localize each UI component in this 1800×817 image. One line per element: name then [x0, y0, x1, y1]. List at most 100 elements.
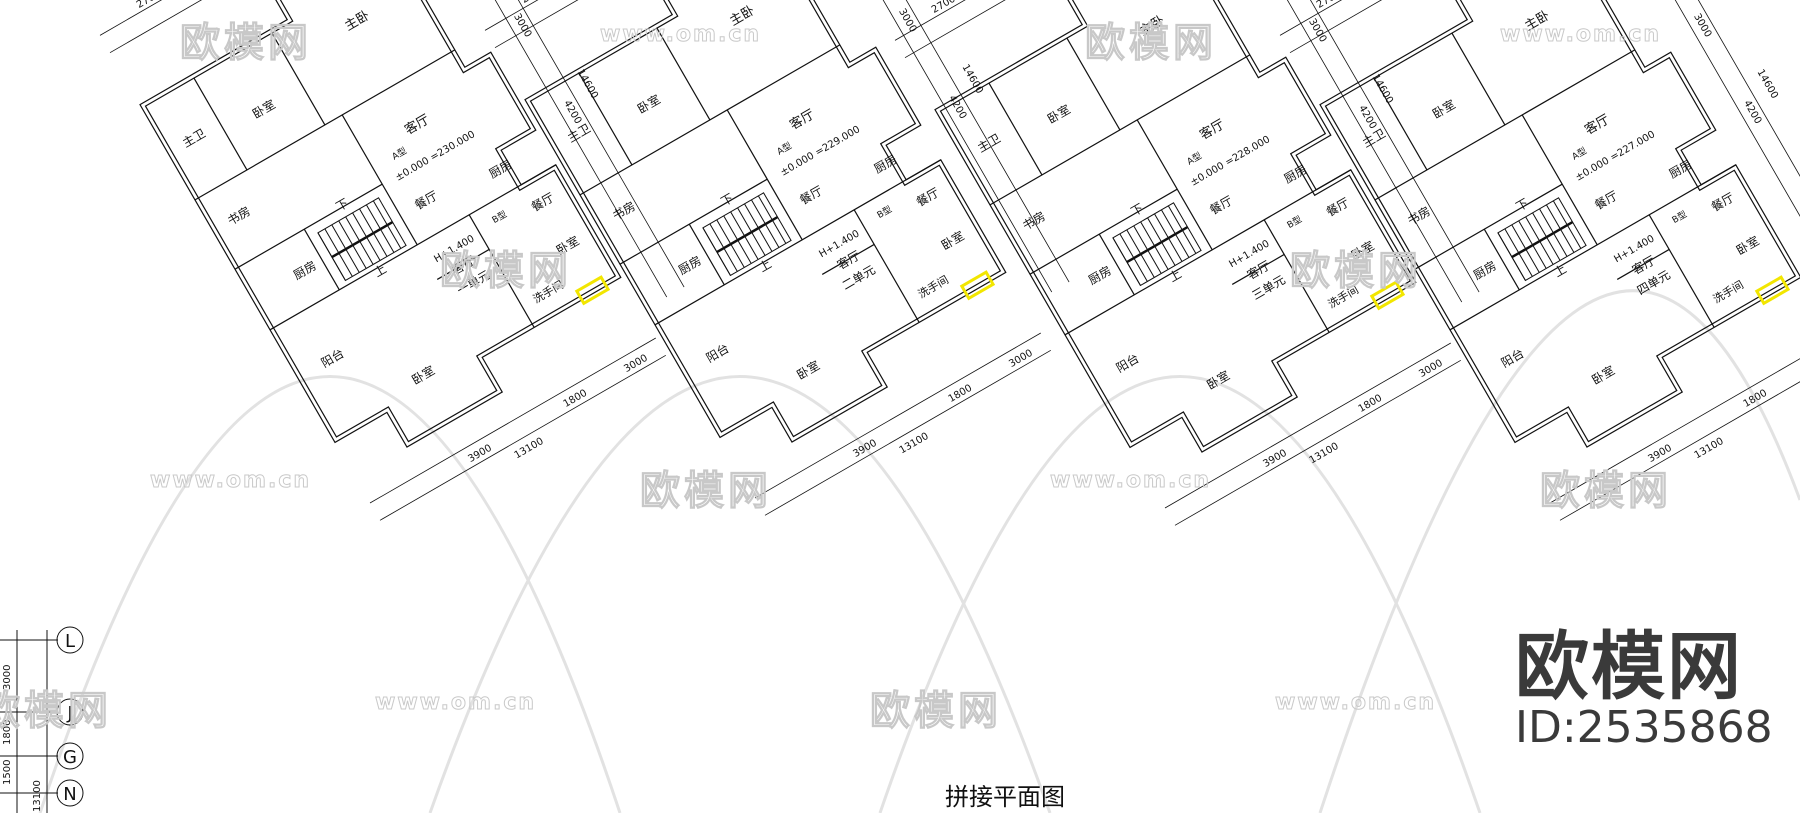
walls: [139, 0, 622, 448]
room-master-bedroom: 主卧: [342, 8, 372, 34]
dim-right-overall: 14600: [1754, 68, 1779, 101]
type-b-label: B型: [490, 209, 509, 226]
room-master-bath: 主卫: [975, 131, 1003, 155]
room-bedroom-c: 卧室: [794, 357, 822, 382]
room-bedroom-c: 卧室: [409, 362, 437, 387]
room-kitchen: 厨房: [291, 257, 319, 282]
axis-label-n: N: [63, 784, 76, 805]
dimension-lines: [1279, 0, 1800, 521]
room-living: 客厅: [1197, 116, 1228, 143]
watermark-url: www.om.cn: [1049, 468, 1212, 494]
room-bedroom: 卧室: [1045, 101, 1073, 126]
room-kitchen-b: 厨房: [486, 156, 514, 181]
dim-right-overall: 14600: [574, 68, 599, 101]
dim-right-overall: 14600: [1369, 73, 1394, 106]
dim-right: 3000: [1306, 17, 1328, 45]
axis-spacing-2: 1800: [2, 720, 13, 745]
dim-bottom: 3000: [1417, 358, 1445, 380]
room-kitchen: 厨房: [1471, 257, 1499, 282]
room-dining-b: 餐厅: [1323, 194, 1351, 219]
axis-spacing-4: 13100: [32, 780, 43, 812]
dim-right: 3000: [1691, 12, 1713, 40]
watermark-url: www.om.cn: [149, 468, 312, 494]
watermark-arcs: [38, 289, 1800, 814]
brand-name: 欧模网: [1515, 624, 1743, 710]
type-a-label: A型: [1570, 145, 1589, 162]
watermark-logo: 欧模网: [180, 20, 312, 67]
dim-bottom-overall: 13100: [1308, 441, 1341, 466]
dim-right: 4200: [946, 94, 968, 122]
room-dining: 餐厅: [797, 182, 825, 207]
room-balcony: 阳台: [703, 340, 731, 365]
dim-right: 4200: [1741, 99, 1763, 127]
watermark-url: www.om.cn: [1274, 690, 1437, 716]
watermark-logo: 欧模网: [640, 468, 772, 515]
room-study: 书房: [610, 198, 638, 223]
room-kitchen-b: 厨房: [1281, 161, 1309, 186]
window-highlight: [959, 270, 996, 301]
type-a-label: A型: [390, 145, 409, 162]
dim-bottom: 3000: [1007, 348, 1035, 370]
dim-right: 4200: [561, 99, 583, 127]
room-kitchen: 厨房: [1086, 262, 1114, 287]
dim-top: 2700: [1315, 0, 1343, 11]
room-bedroom: 卧室: [250, 96, 278, 121]
room-bedroom: 卧室: [635, 91, 663, 116]
dim-right: 3000: [896, 7, 918, 35]
axis-label-j: J: [66, 703, 72, 724]
type-b-label: B型: [875, 204, 894, 221]
staircase: [1497, 197, 1587, 282]
dim-bottom-overall: 13100: [1693, 436, 1726, 461]
dimension-lines: [484, 0, 1070, 516]
room-dining: 餐厅: [1207, 192, 1235, 217]
watermark-logo: 欧模网: [870, 688, 1002, 735]
dim-top: 2700: [520, 0, 548, 6]
room-master-bath: 主卫: [180, 126, 208, 150]
watermark-logo: 欧模网: [1290, 248, 1422, 295]
watermark-logo: 欧模网: [0, 688, 112, 735]
dim-bottom: 3900: [1261, 448, 1289, 470]
room-study: 书房: [1020, 208, 1048, 233]
axis-labels: L J G N 3000 1800 1500 13100: [2, 631, 77, 812]
staircase: [1112, 202, 1202, 287]
dim-top: 2700: [135, 0, 163, 11]
room-balcony: 阳台: [318, 345, 346, 370]
room-dining-b: 餐厅: [913, 184, 941, 209]
room-bedroom: 卧室: [1430, 96, 1458, 121]
type-b-label: B型: [1670, 209, 1689, 226]
dim-bottom: 3900: [466, 443, 494, 465]
dim-bottom: 3900: [851, 438, 879, 460]
room-dining: 餐厅: [412, 187, 440, 212]
model-id: ID:2535868: [1515, 702, 1773, 753]
room-living: 客厅: [402, 111, 433, 138]
dim-bottom-overall: 13100: [513, 436, 546, 461]
room-kitchen: 厨房: [676, 252, 704, 277]
watermark-url: www.om.cn: [599, 22, 762, 48]
room-dining: 餐厅: [1592, 187, 1620, 212]
watermark-url: www.om.cn: [374, 690, 537, 716]
walls: [934, 0, 1417, 453]
room-master-bath: 主卫: [1360, 126, 1388, 150]
dim-bottom: 3000: [622, 353, 650, 375]
room-living: 客厅: [787, 106, 818, 133]
room-living: 客厅: [1582, 111, 1613, 138]
dim-bottom: 1800: [1742, 388, 1770, 410]
room-kitchen-b: 厨房: [871, 151, 899, 176]
watermark-url: www.om.cn: [1499, 22, 1662, 48]
dim-right-overall: 14600: [959, 63, 984, 96]
axis-label-g: G: [63, 747, 77, 768]
dim-bottom: 1800: [562, 388, 590, 410]
room-dining-b: 餐厅: [528, 189, 556, 214]
watermark-logo: 欧模网: [440, 248, 572, 295]
brand-stamp: 欧模网 ID:2535868: [1515, 630, 1773, 752]
drawing-title: 拼接平面图: [945, 783, 1065, 811]
type-b-label: B型: [1285, 214, 1304, 231]
